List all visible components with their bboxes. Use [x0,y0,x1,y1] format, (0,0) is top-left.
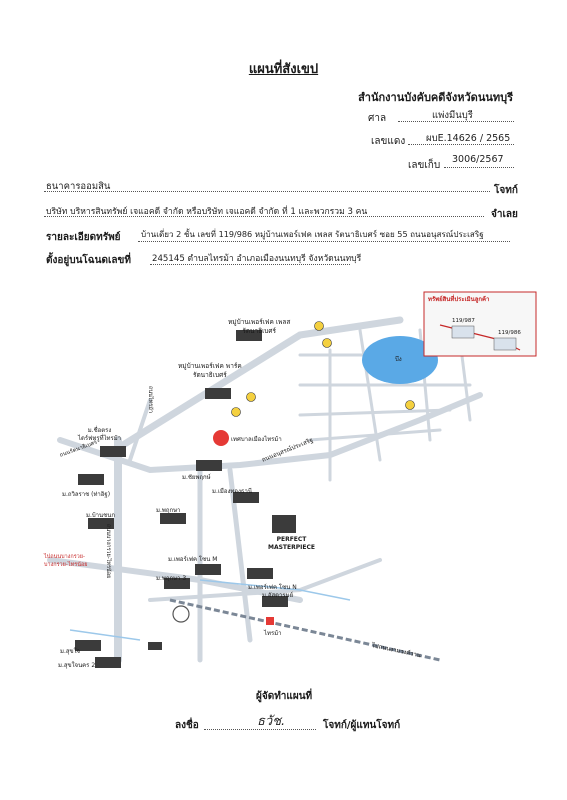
sign-role: โจทก์/ผู้แทนโจทก์ [323,720,401,731]
mahasawat-label: ม.ถวิลราช (ท่าอิฐ) [62,491,111,498]
property-detail-dotted-line [138,229,510,242]
railway [169,598,441,662]
road-bangkruay-label: ถนนบางกรวย-ไทรน้อย [105,524,111,579]
m-pruksa-label: ม.พฤกษา [156,507,181,514]
page-title: แผนที่สังเขป [248,62,319,77]
inset-lot-a: 119/987 [452,318,475,324]
pond-label: บึง [395,356,402,363]
sai-ma-label: ไทรม้า [264,630,282,637]
canals [69,579,351,641]
property-location-label: ตั้งอยู่บนโฉนดเลขที่ [46,255,131,266]
signature-dotted-line [204,717,316,730]
pond [362,336,438,384]
inset-lot-b: 119/986 [498,330,521,336]
inset-house-a [451,325,475,339]
municipality-marker [213,430,229,446]
signature: ธวัช. [257,714,286,729]
m-mueangthong-label: ม.เมืองทองธานี [212,488,253,495]
m-pruksa3-label: ม.พฤกษา 3 [156,575,187,582]
sai-ma-station [266,617,274,625]
store-label: เลขเก็บ [408,160,441,171]
court-label: ศาล [368,113,387,124]
signature-heading: ผู้จัดทำแผนที่ [256,691,313,702]
property-location-dotted-line [150,252,350,265]
inset-title: ทรัพย์สินที่ประเมินลูกค้า [428,296,490,303]
case-label: เลขแดง [371,136,406,147]
m-banchan-label: ม.บ้านชนก [86,512,115,519]
office-name: สำนักงานบังคับคดีจังหวัดนนทบุรี [358,91,513,104]
road-sai-ma-label: ถนนไทรม้า [147,386,153,413]
village-park-label: หมู่บ้านเพอร์เฟค พาร์ครัตนาธิเบศร์ [178,362,242,379]
defendant-dotted-line [44,204,484,217]
plaintiff-dotted-line [44,179,490,192]
case-dotted-line [408,132,514,145]
court-value: แพ่งมีนบุรี [432,110,473,121]
roundabout [172,605,190,623]
sign-label: ลงชื่อ [175,720,199,731]
property-detail-label: รายละเอียดทรัพย์ [46,232,121,243]
plaintiff-name: ธนาคารออมสิน [46,181,111,192]
perfect-m-label: ม.เพอร์เฟค โซน M [168,556,218,563]
m-chaiyapruek-label: ม.ชัยพฤกษ์ [182,474,211,481]
bangkruay-west-label: ไปถนนบางกรวย-บางกรวย-ไทรน้อย [44,554,88,568]
municipality-label: เทศบาลเมืองไทรม้า [231,436,282,443]
store-value: 3006/2567 [452,154,504,165]
defendant-role: จำเลย [491,209,518,220]
m-sukjai2-label: ม.สุขใจนคร 2 [58,662,96,669]
building-sukon-label: ม.ชื่อตรงไดร์ฟทรูที่ไทรม้า [78,427,122,442]
building-icons [75,330,296,668]
defendant-name: บริษัท บริหารสินทรัพย์ เจแอคดี จำกัด หรื… [46,207,368,217]
inset-box [423,291,537,357]
property-detail-value: บ้านเดี่ยว 2 ชั้น เลขที่ 119/986 หมู่บ้า… [141,229,484,239]
plaintiff-role: โจทก์ [494,185,518,196]
m-atara-label: ม.อัสดารมย์ [262,592,294,599]
court-dotted-line [398,109,514,122]
store-dotted-line [444,155,514,168]
property-location-value: 245145 ตำบลไทรม้า อำเภอเมืองนนทบุรี จังห… [152,254,362,264]
case-value: ผบE.14626 / 2565 [426,133,511,144]
village-perfect-place-label: หมู่บ้านเพอร์เฟค เพลสรัตนาธิเบศร์ [228,318,291,335]
perfect-n-label: ม.เพอร์เฟค โซน N [248,584,297,591]
yellow-pins [231,321,415,417]
m-sukjai-label: ม.สุขใจ [60,648,81,655]
inset-house-b [493,337,517,351]
